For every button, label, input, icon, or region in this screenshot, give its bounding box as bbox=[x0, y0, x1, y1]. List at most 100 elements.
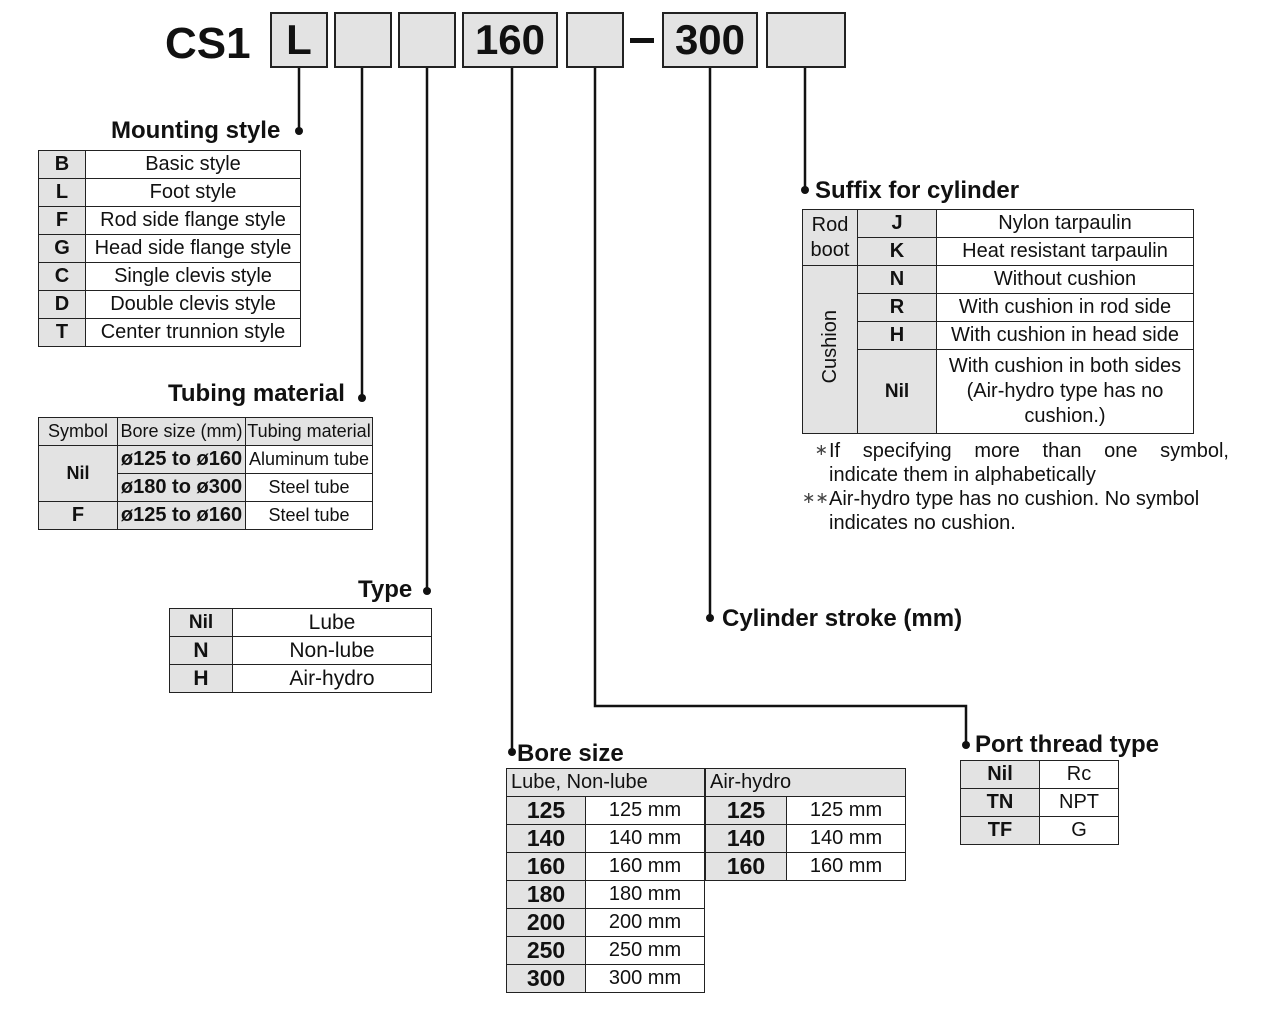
table-row: ø180 to ø300 Steel tube bbox=[39, 473, 373, 502]
label-cell: G bbox=[1039, 816, 1119, 845]
code-box-tubing bbox=[334, 12, 392, 68]
suffix-table: Rod boot J Nylon tarpaulin K Heat resist… bbox=[802, 209, 1194, 434]
table-row: K Heat resistant tarpaulin bbox=[803, 237, 1194, 266]
label-cell: Double clevis style bbox=[85, 290, 301, 319]
symbol-cell: Nil bbox=[857, 349, 937, 434]
note-2: ∗∗ Air-hydro type has no cushion. No sym… bbox=[802, 487, 1232, 535]
type-dot bbox=[423, 587, 431, 595]
bore-size-dot bbox=[508, 748, 516, 756]
mounting-style-heading: Mounting style bbox=[111, 117, 281, 144]
label-cell: With cushion in both sides (Air-hydro ty… bbox=[936, 349, 1194, 434]
cylinder-stroke-dot bbox=[706, 614, 714, 622]
label-cell: Rc bbox=[1039, 760, 1119, 789]
code-cell: 250 bbox=[506, 936, 586, 965]
size-cell: 160 mm bbox=[786, 852, 906, 881]
label-cell: With cushion in rod side bbox=[936, 293, 1194, 322]
note-2-mark: ∗∗ bbox=[802, 490, 829, 507]
table-row: Nil ø125 to ø160 Aluminum tube bbox=[38, 445, 373, 502]
nil-row-line2: (Air-hydro type has no bbox=[966, 380, 1164, 402]
table-row: H With cushion in head side bbox=[803, 321, 1194, 350]
symbol-cell: H bbox=[857, 321, 937, 350]
nil-row-line3: cushion.) bbox=[1024, 405, 1106, 427]
size-cell: 140 mm bbox=[585, 824, 705, 853]
group-header-lube: Lube, Non-lube bbox=[506, 768, 705, 797]
note-1: ∗ If specifying more than one symbol, in… bbox=[802, 439, 1232, 487]
group-header-air: Air-hydro bbox=[705, 768, 906, 797]
table-row: R With cushion in rod side bbox=[803, 293, 1194, 322]
bore-cell: ø125 to ø160 bbox=[117, 445, 246, 474]
symbol-cell: J bbox=[857, 209, 937, 238]
size-cell: 160 mm bbox=[585, 852, 705, 881]
code-cell: 125 bbox=[506, 796, 586, 825]
material-cell: Steel tube bbox=[245, 473, 373, 502]
symbol-cell: Nil bbox=[169, 608, 233, 637]
material-cell: Aluminum tube bbox=[245, 445, 373, 474]
port-thread-heading: Port thread type bbox=[975, 731, 1160, 758]
label-cell: Without cushion bbox=[936, 265, 1194, 294]
label-cell: Single clevis style bbox=[85, 262, 301, 291]
size-cell: 200 mm bbox=[585, 908, 705, 937]
symbol-cell: F bbox=[38, 206, 86, 235]
code-box-type bbox=[398, 12, 456, 68]
symbol-cell: N bbox=[857, 265, 937, 294]
label-cell: Nylon tarpaulin bbox=[936, 209, 1194, 238]
bore-cell: ø125 to ø160 bbox=[117, 501, 246, 530]
code-cell: 140 bbox=[705, 824, 787, 853]
label-cell: Head side flange style bbox=[85, 234, 301, 263]
code-cell: 180 bbox=[506, 880, 586, 909]
table-row: Nil With cushion in both sides (Air-hydr… bbox=[803, 349, 1194, 434]
symbol-cell: N bbox=[169, 636, 233, 665]
rod-boot-label-line1: Rod bbox=[811, 213, 849, 236]
code-cell: 125 bbox=[705, 796, 787, 825]
symbol-cell: F bbox=[38, 501, 118, 530]
size-cell: 300 mm bbox=[585, 964, 705, 993]
label-cell: With cushion in head side bbox=[936, 321, 1194, 350]
tubing-material-table: Symbol Bore size (mm) Tubing material Ni… bbox=[38, 417, 373, 530]
note-1-line2: indicate them in alphabetically bbox=[829, 464, 1096, 486]
symbol-cell: B bbox=[38, 150, 86, 179]
symbol-cell: L bbox=[38, 178, 86, 207]
symbol-cell: TN bbox=[960, 788, 1040, 817]
code-cell: 160 bbox=[705, 852, 787, 881]
symbol-cell: Nil bbox=[38, 445, 118, 502]
note-1-line1: If specifying more than one symbol, bbox=[829, 440, 1229, 462]
symbol-cell: K bbox=[857, 237, 937, 266]
tubing-material-heading: Tubing material bbox=[168, 380, 345, 407]
code-cell: 300 bbox=[506, 964, 586, 993]
model-prefix: CS1 bbox=[165, 19, 251, 68]
suffix-dot bbox=[801, 186, 809, 194]
table-header-row: Symbol Bore size (mm) Tubing material bbox=[38, 417, 373, 446]
cylinder-stroke-heading: Cylinder stroke (mm) bbox=[722, 605, 963, 632]
label-cell: Basic style bbox=[85, 150, 301, 179]
cushion-label: Cushion bbox=[802, 265, 858, 434]
size-cell: 140 mm bbox=[786, 824, 906, 853]
model-separator bbox=[630, 38, 654, 43]
label-cell: Rod side flange style bbox=[85, 206, 301, 235]
size-cell: 125 mm bbox=[786, 796, 906, 825]
note-2-line1: Air-hydro type has no cushion. No symbol bbox=[829, 488, 1200, 510]
port-thread-dot bbox=[962, 741, 970, 749]
label-cell: Air-hydro bbox=[232, 664, 432, 693]
label-cell: NPT bbox=[1039, 788, 1119, 817]
table-row: Rod boot J Nylon tarpaulin bbox=[802, 209, 1194, 266]
size-cell: 250 mm bbox=[585, 936, 705, 965]
